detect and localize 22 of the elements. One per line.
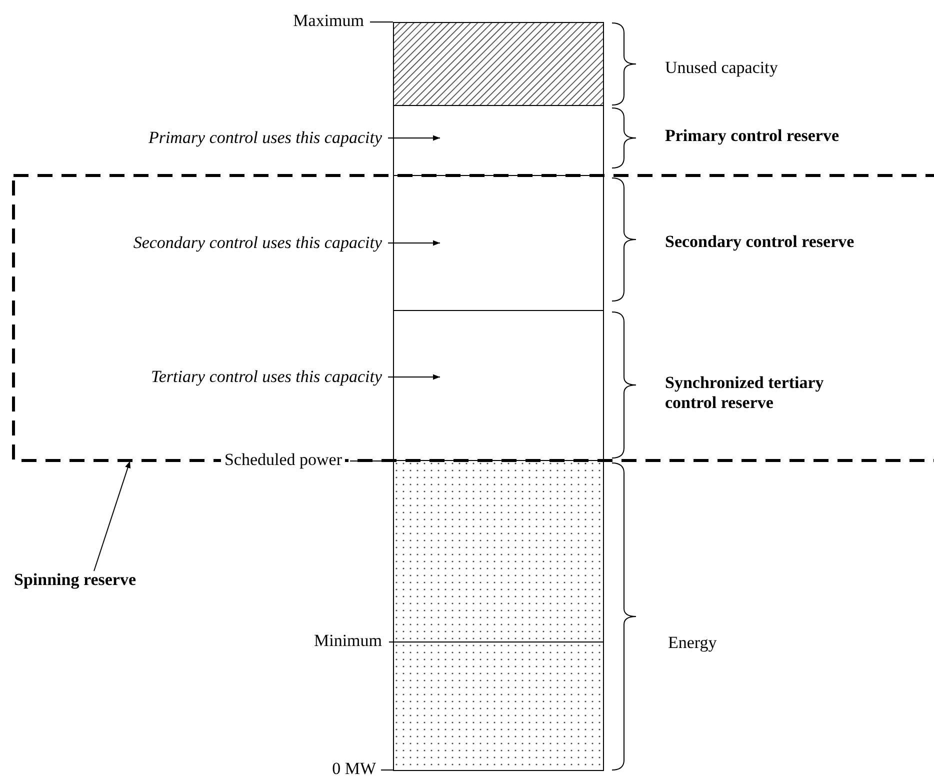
- level-label: Maximum: [293, 11, 364, 31]
- reserve-label: Synchronized tertiary control reserve: [665, 373, 825, 413]
- arrow: [94, 460, 130, 572]
- arrow: [388, 240, 440, 246]
- text-label: Tertiary control uses this capacity: [20, 366, 382, 388]
- reserve-label: Energy: [668, 633, 718, 653]
- reserve-label: Primary control reserve: [665, 126, 840, 146]
- level-label: 0 MW: [332, 759, 376, 779]
- reserve-label: Secondary control reserve: [665, 232, 856, 252]
- reserve-label: Unused capacity: [665, 58, 779, 78]
- text-label: Secondary control uses this capacity: [20, 232, 382, 254]
- bar-segment: [393, 105, 604, 176]
- text-label: Primary control uses this capacity: [20, 127, 382, 149]
- level-label: Scheduled power: [221, 450, 345, 470]
- level-label: Minimum: [314, 631, 382, 651]
- arrow: [388, 374, 440, 380]
- bar-segment: [393, 175, 604, 311]
- arrow: [388, 135, 440, 141]
- dotted-bar-segment: [393, 460, 604, 771]
- hatched-bar-segment: [393, 22, 604, 106]
- bar-segment: [393, 310, 604, 461]
- text-label: Spinning reserve: [14, 569, 164, 591]
